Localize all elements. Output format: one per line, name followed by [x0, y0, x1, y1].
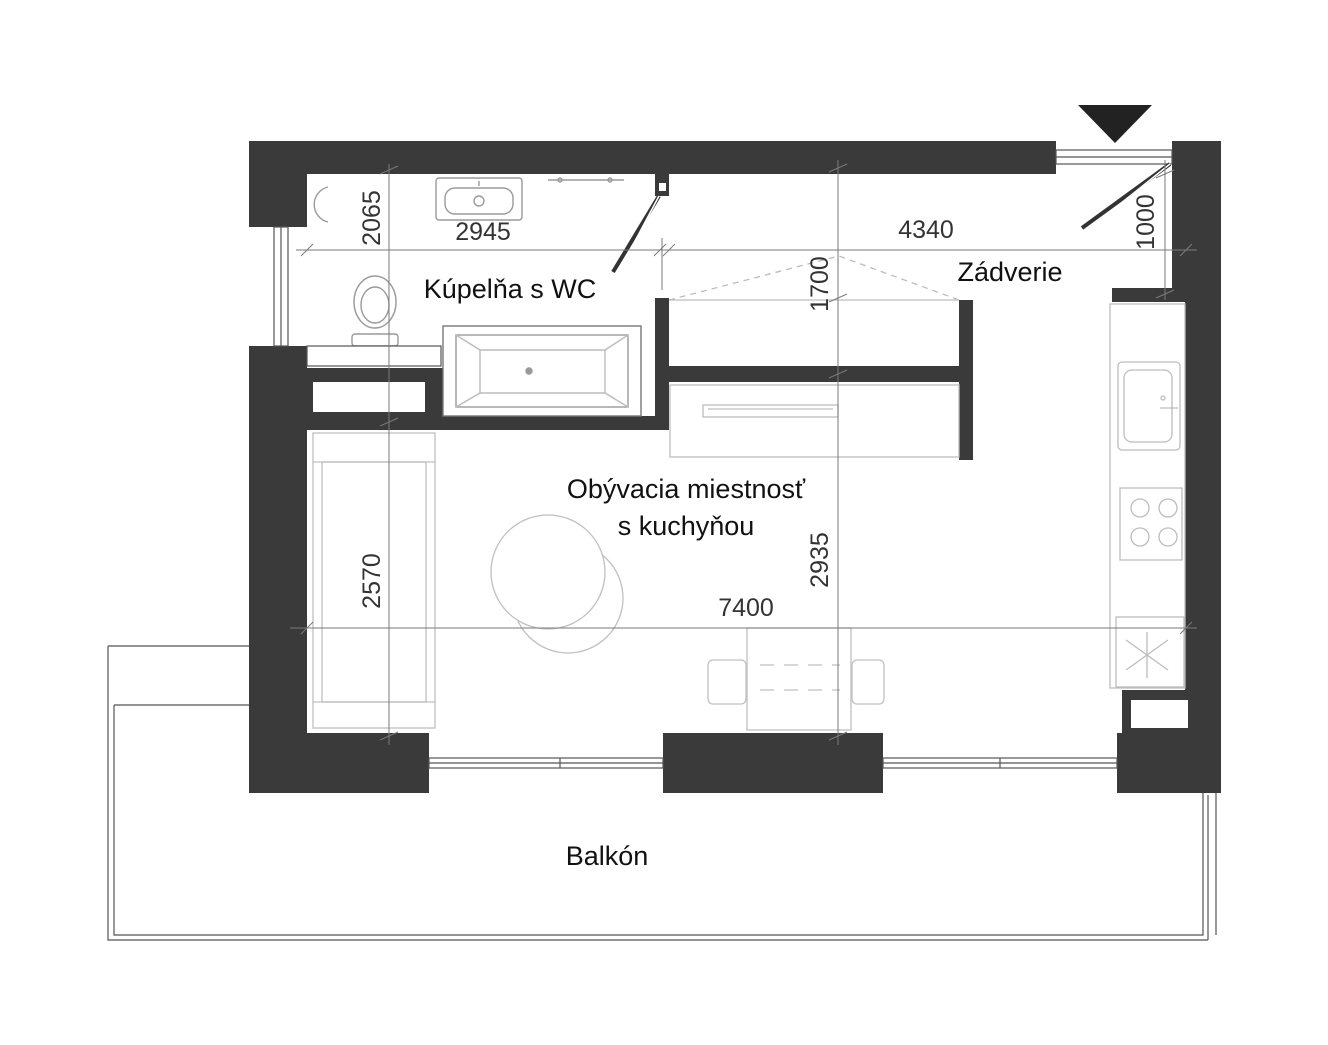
- doors: [611, 162, 1172, 276]
- label-living-line1: Obývacia miestnosť: [567, 474, 806, 504]
- label-living-line2: s kuchyňou: [618, 511, 755, 541]
- wardrobe: [668, 255, 960, 458]
- label-balcony: Balkón: [566, 841, 649, 871]
- dim-bath-width: 2945: [455, 218, 511, 246]
- dim-entry-height: 1000: [1132, 194, 1160, 250]
- dim-living-width: 7400: [718, 594, 774, 622]
- dim-bath-height: 2065: [358, 190, 386, 246]
- bathroom-fixtures: [313, 177, 642, 417]
- kitchen-unit: [1109, 303, 1186, 689]
- dim-living-height: 2935: [806, 532, 834, 588]
- dim-closet-height: 1700: [806, 256, 834, 312]
- windows: [273, 149, 1173, 769]
- walls: [249, 141, 1221, 793]
- dim-entry-width: 4340: [898, 216, 954, 244]
- dimension-lines: [290, 160, 1197, 745]
- entrance-arrow-icon: [1078, 105, 1152, 143]
- label-entry: Zádverie: [957, 257, 1062, 287]
- label-bathroom: Kúpelňa s WC: [424, 274, 597, 304]
- bathroom-ledge: [306, 345, 442, 367]
- dim-sofa-height: 2570: [358, 553, 386, 609]
- wall-cutouts: [313, 183, 1188, 728]
- balcony-outline: [107, 645, 1217, 941]
